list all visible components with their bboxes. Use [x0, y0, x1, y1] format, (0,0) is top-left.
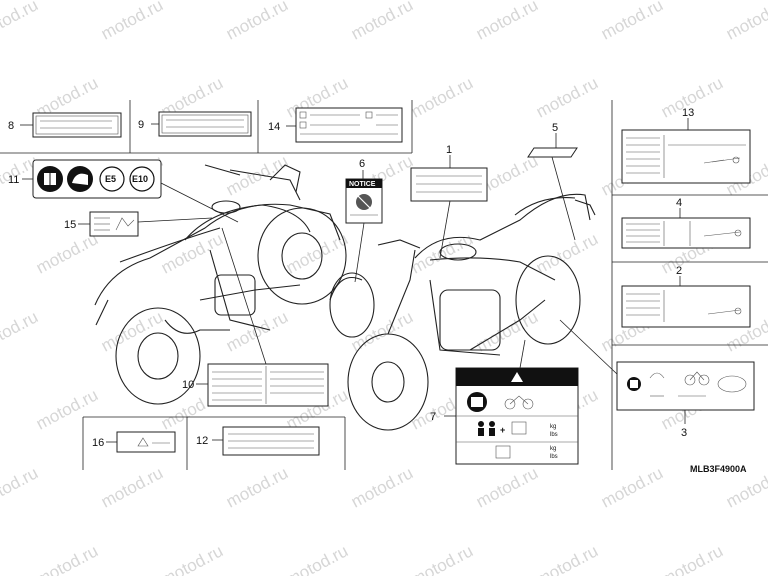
- motorcycle-icon: [504, 398, 516, 410]
- notice-text: NOTICE: [349, 181, 376, 188]
- passenger-icon: [489, 421, 495, 427]
- label-2[interactable]: [621, 285, 751, 328]
- watermark-text: motod.ru: [408, 73, 476, 121]
- watermark-text: motod.ru: [598, 463, 666, 511]
- label-10[interactable]: [207, 363, 329, 407]
- label-6[interactable]: NOTICE: [345, 178, 383, 224]
- label-1[interactable]: [410, 167, 488, 202]
- watermark-text: motod.ru: [98, 0, 166, 44]
- luggage-icon: [511, 421, 527, 435]
- motorcycle-right-view: [329, 193, 596, 431]
- watermark-text: motod.ru: [33, 385, 101, 433]
- watermark-text: motod.ru: [0, 307, 41, 355]
- watermark-text: motod.ru: [0, 463, 41, 511]
- luggage-icon: [495, 445, 511, 459]
- callout-13: 13: [682, 107, 694, 119]
- chain-icon: [717, 375, 747, 393]
- callout-9: 9: [138, 119, 144, 131]
- watermark-text: motod.ru: [158, 541, 226, 576]
- watermark-text: motod.ru: [223, 151, 291, 199]
- label-3[interactable]: [616, 361, 755, 411]
- callout-8: 8: [8, 120, 14, 132]
- watermark-text: motod.ru: [223, 0, 291, 44]
- callout-11: 11: [8, 174, 19, 186]
- callout-7: 7: [430, 411, 436, 423]
- watermark-text: motod.ru: [533, 229, 601, 277]
- label-9[interactable]: [158, 111, 252, 137]
- watermark-text: motod.ru: [533, 541, 601, 576]
- svg-text:+: +: [500, 425, 505, 435]
- callout-14: 14: [268, 121, 280, 133]
- fuel-e5-text: E5: [105, 174, 116, 184]
- watermark-text: motod.ru: [348, 307, 416, 355]
- callout-1: 1: [446, 144, 452, 156]
- watermark-text: motod.ru: [348, 0, 416, 44]
- label-15[interactable]: [89, 211, 139, 237]
- watermark-text: motod.ru: [98, 463, 166, 511]
- label-12[interactable]: [222, 426, 320, 456]
- lbs-text-1: lbs: [550, 432, 558, 438]
- watermark-text: motod.ru: [98, 307, 166, 355]
- callout-2: 2: [676, 265, 682, 277]
- watermark-text: motod.ru: [0, 0, 41, 44]
- callout-15: 15: [64, 219, 76, 231]
- watermark-text: motod.ru: [408, 229, 476, 277]
- label-4[interactable]: [621, 217, 751, 249]
- fuel-e10-text: E10: [132, 174, 148, 184]
- motorcycle-icon: [684, 374, 696, 386]
- warning-triangle-icon: [137, 437, 149, 447]
- diagram-code: MLB3F4900A: [690, 464, 747, 474]
- label-7[interactable]: + kg lbs kg lbs: [455, 367, 579, 465]
- watermark-text: motod.ru: [408, 541, 476, 576]
- watermark-text: motod.ru: [348, 463, 416, 511]
- callout-16: 16: [92, 437, 104, 449]
- watermark-text: motod.ru: [473, 463, 541, 511]
- kg-text-2: kg: [550, 446, 556, 452]
- watermark-text: motod.ru: [283, 541, 351, 576]
- watermark-text: motod.ru: [33, 541, 101, 576]
- motorcycle-left-view: [94, 164, 347, 405]
- callout-3: 3: [681, 427, 687, 439]
- watermark-text: motod.ru: [473, 307, 541, 355]
- label-5[interactable]: [527, 147, 578, 158]
- lbs-text-2: lbs: [550, 454, 558, 460]
- label-16[interactable]: [116, 431, 176, 453]
- fuel-e10-icon: [129, 166, 155, 192]
- warning-triangle-icon: [511, 372, 523, 382]
- callout-5: 5: [552, 122, 558, 134]
- kg-text-1: kg: [550, 424, 556, 430]
- watermark-text: motod.ru: [598, 0, 666, 44]
- label-8[interactable]: [32, 112, 122, 138]
- helmet-icon: [649, 372, 665, 379]
- callout-12: 12: [196, 435, 208, 447]
- watermark-text: motod.ru: [533, 73, 601, 121]
- label-14[interactable]: [295, 107, 403, 143]
- watermark-text: motod.ru: [473, 0, 541, 44]
- panel-frames: [0, 100, 768, 470]
- rider-icon: [478, 421, 484, 427]
- watermark-text: motod.ru: [723, 0, 768, 44]
- callout-4: 4: [676, 197, 682, 209]
- callout-6: 6: [359, 158, 365, 170]
- label-13[interactable]: [621, 129, 751, 184]
- watermark-text: motod.ru: [223, 463, 291, 511]
- fuel-e5-icon: [99, 166, 125, 192]
- watermark-text: motod.ru: [658, 541, 726, 576]
- callout-10: 10: [182, 379, 194, 391]
- label-11[interactable]: E5 E10: [32, 159, 162, 199]
